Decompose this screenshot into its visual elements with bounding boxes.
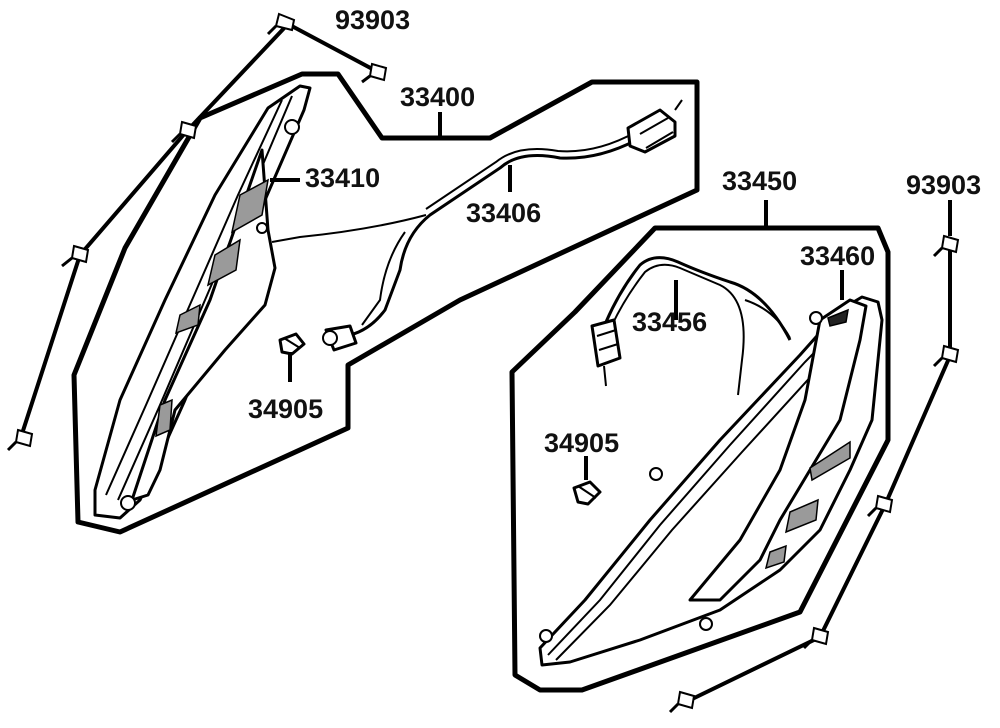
screw-icon [802, 626, 830, 650]
screw-icon [932, 234, 960, 258]
screw-icon [170, 120, 198, 144]
right-assembly-boundary [509, 225, 891, 693]
screw-icon [61, 244, 90, 268]
label-right-lens: 33460 [800, 241, 875, 271]
screw-group-right [668, 234, 960, 714]
label-screw-right: 93903 [906, 170, 981, 200]
label-screw-top-left: 93903 [335, 5, 410, 35]
label-right-bulb: 34905 [544, 428, 619, 458]
screw-icon [866, 494, 894, 518]
screw-icon [266, 12, 296, 36]
screw-icon [361, 62, 388, 84]
left-wiring-harness [271, 99, 683, 352]
right-wiring-harness [590, 256, 792, 396]
label-right-harness: 33456 [632, 307, 707, 337]
label-front-left-assembly: 33400 [400, 82, 475, 112]
screw-group-left [6, 12, 388, 452]
label-front-right-assembly: 33450 [722, 166, 797, 196]
label-left-harness: 33406 [466, 198, 541, 228]
label-left-bulb: 34905 [248, 394, 323, 424]
right-bulb [572, 480, 602, 506]
left-lens-housing [93, 84, 312, 520]
label-left-lens: 33410 [305, 163, 380, 193]
screw-icon [6, 428, 34, 452]
left-assembly-boundary [71, 71, 700, 535]
screw-icon [668, 690, 696, 714]
screw-icon [932, 344, 960, 368]
right-lens-housing [538, 295, 884, 667]
left-bulb [278, 332, 306, 356]
